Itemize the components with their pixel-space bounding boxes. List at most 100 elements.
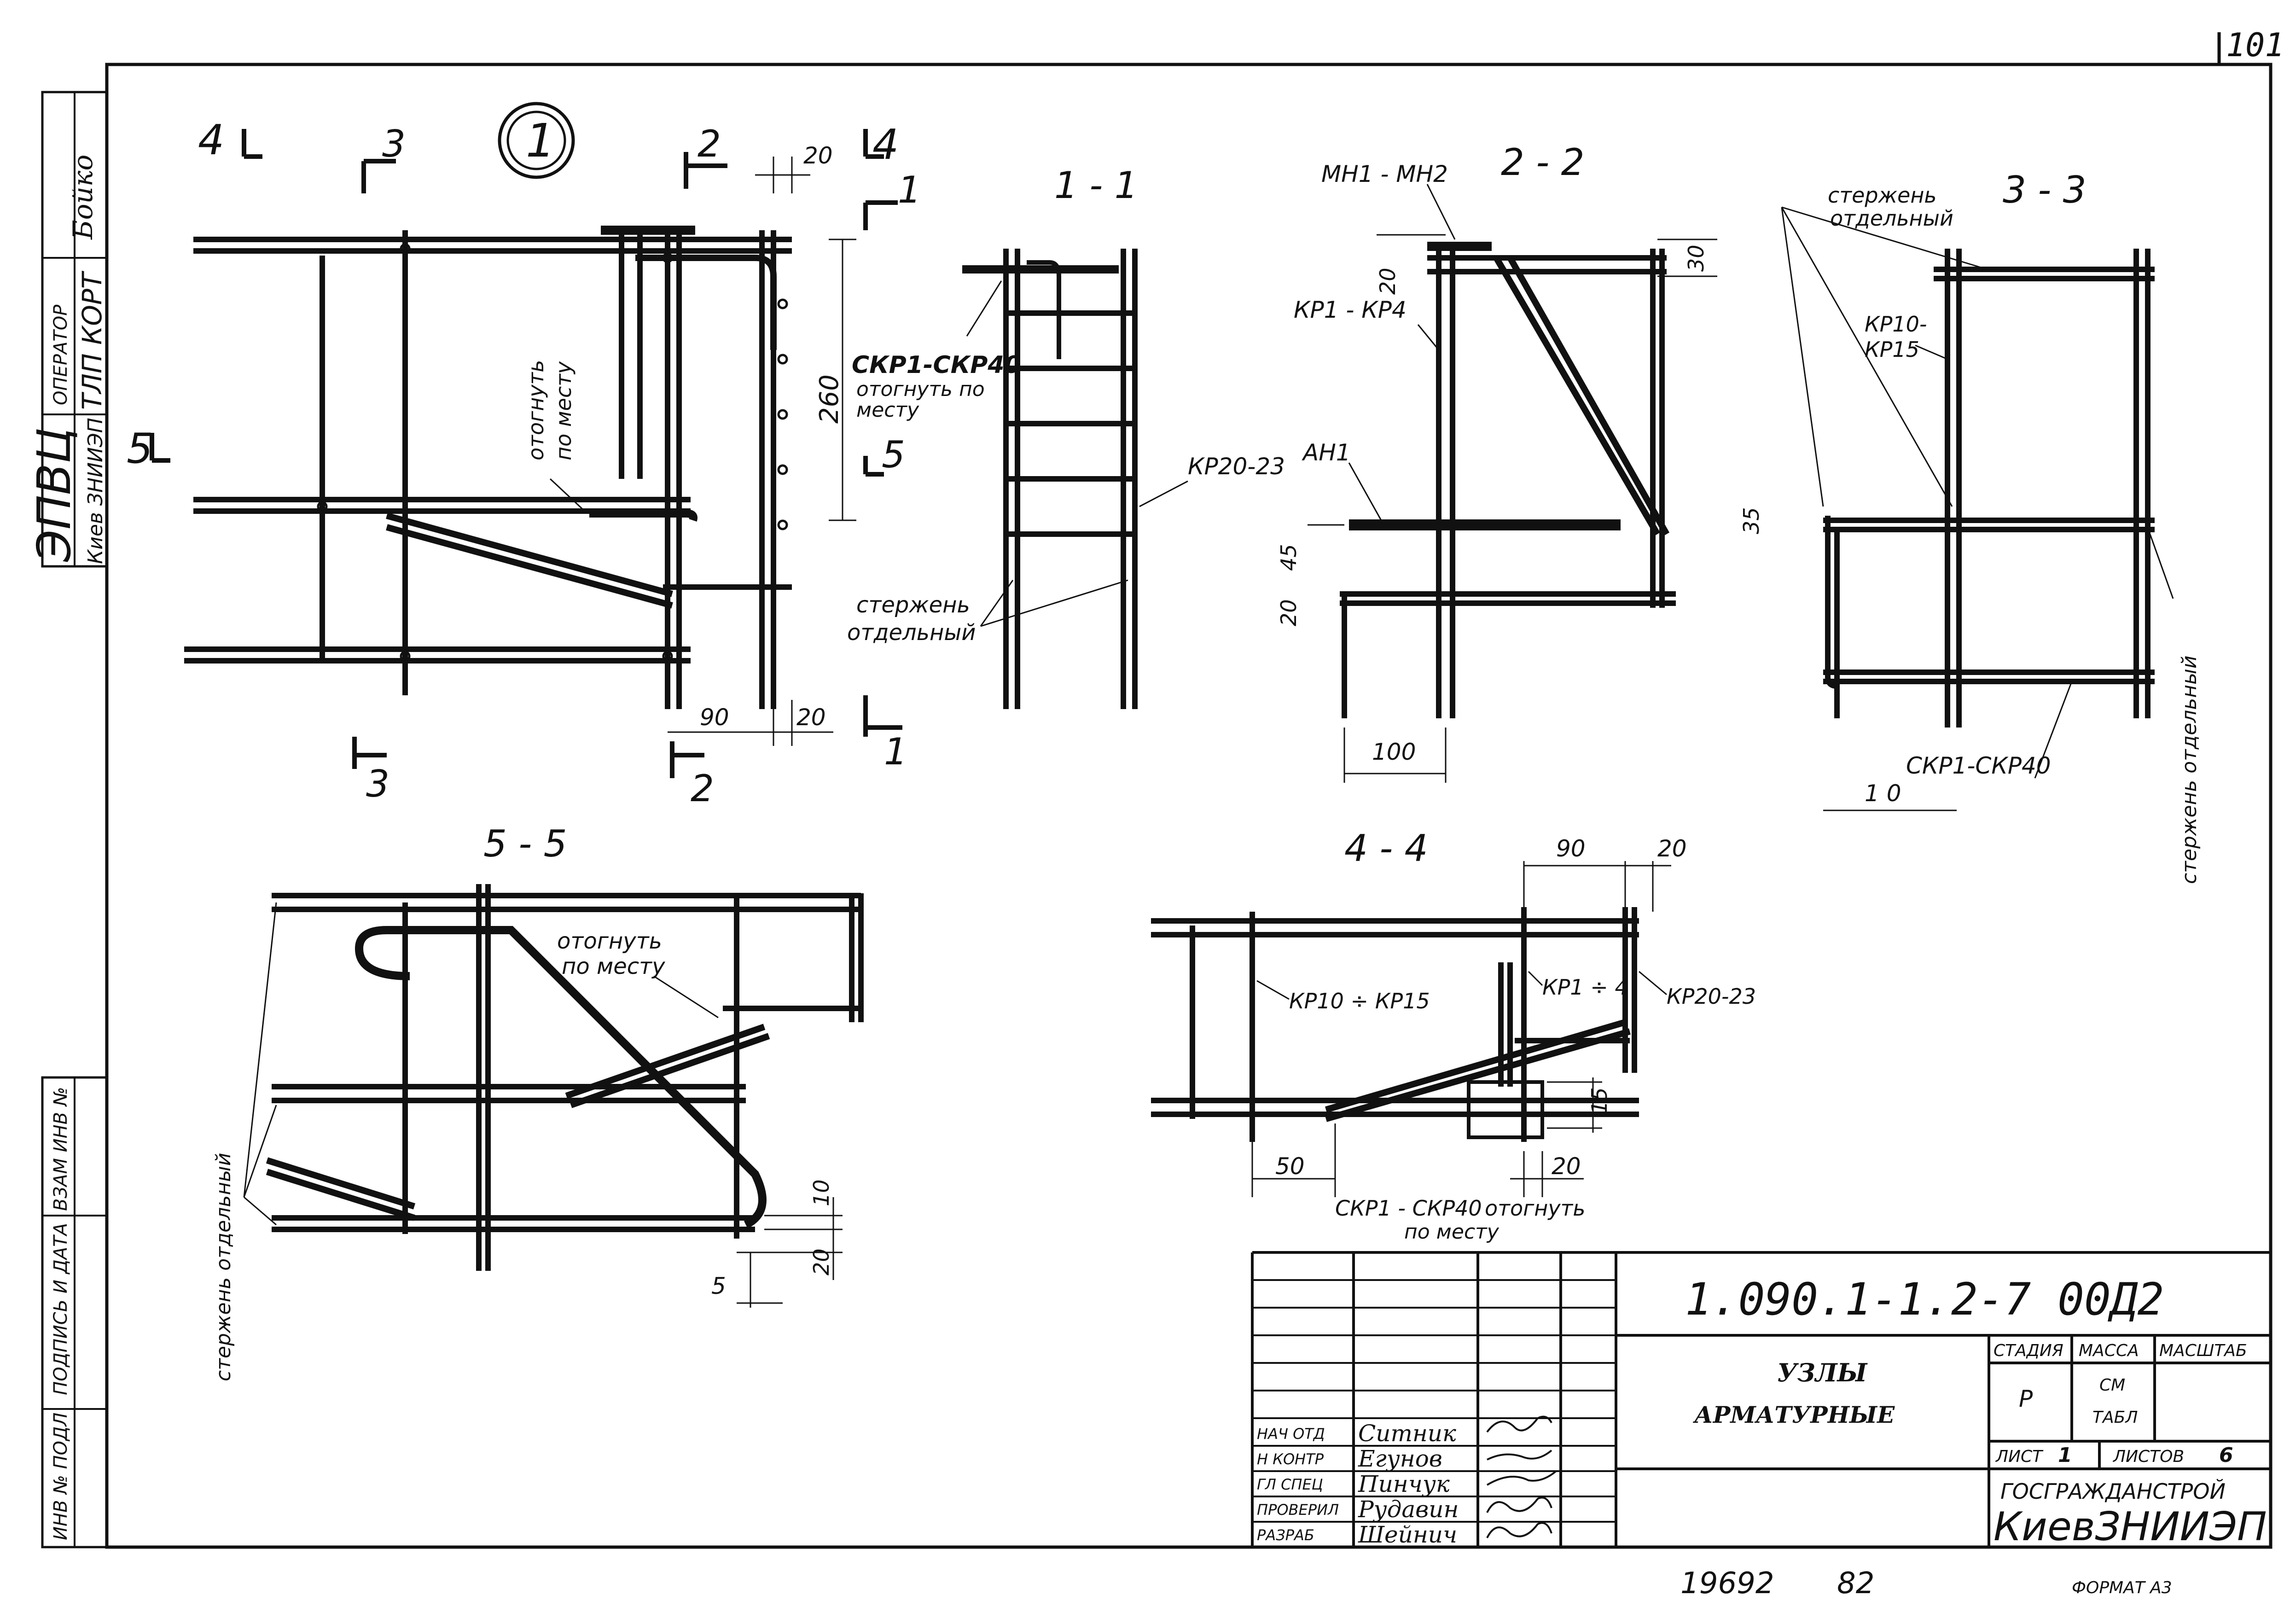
page-number: 101 — [2226, 26, 2284, 64]
s11-label-skr-3: месту — [856, 398, 919, 422]
s55-dim-5: 5 — [711, 1273, 726, 1299]
plan-cut-4-top: 4 — [198, 116, 224, 164]
s11-title: 1 - 1 — [1054, 164, 1138, 207]
tb-mass-value-2: ТАБЛ — [2092, 1408, 2138, 1427]
tb-person-name: Егунов — [1358, 1445, 1442, 1472]
s33-label-rod-1: стержень — [1828, 183, 1937, 208]
s22-dim-30: 30 — [1684, 244, 1709, 272]
s33-label-side: стержень отдельный — [2178, 656, 2201, 884]
plan-dim-260: 260 — [814, 374, 844, 424]
plan-cut-1-right: 1 — [898, 169, 921, 211]
s44-dim-20: 20 — [1657, 835, 1687, 862]
s44-dim-50: 50 — [1275, 1153, 1305, 1180]
tb-stage-value: Р — [2019, 1385, 2033, 1412]
s11-label-rod-1: стержень — [856, 592, 970, 618]
s22-dim-100: 100 — [1372, 739, 1416, 765]
tb-scale-label: МАСШТАБ — [2159, 1341, 2247, 1360]
tb-person-name: Ситник — [1358, 1420, 1456, 1447]
plan-cut-3-bottom: 3 — [366, 763, 389, 805]
stamp-org: ЭПВЦ — [27, 428, 81, 562]
tb-mass-label: МАССА — [2079, 1341, 2139, 1360]
s22-dim-45: 45 — [1276, 544, 1301, 571]
tb-sheets-label: ЛИСТОВ — [2112, 1447, 2184, 1466]
footer: 19692 82 ФОРМАТ А3 — [1680, 1566, 2172, 1601]
sheet-frame: 10 1 — [105, 26, 2284, 1549]
s44-label-kr10: КР10 ÷ КР15 — [1289, 989, 1430, 1013]
strip-inv: ИНВ № ПОДЛ — [50, 1413, 71, 1540]
tb-code: 1.090.1-1.2-7 00Д2 — [1685, 1274, 2164, 1325]
node-badge: 1 — [498, 102, 575, 179]
tb-mass-value-1: СМ — [2099, 1376, 2125, 1395]
s55-title: 5 - 5 — [483, 822, 567, 865]
tb-person-name: Пинчук — [1358, 1471, 1450, 1497]
stamp-operator-value: ТЛП КОРТ — [76, 270, 108, 410]
plan-cut-1-bottom: 1 — [884, 730, 907, 773]
s55-dim-10: 10 — [809, 1179, 834, 1206]
s22-label-an: АН1 — [1302, 439, 1351, 466]
s44-label-note-1: отогнуть — [1485, 1196, 1585, 1221]
tb-person-role: ПРОВЕРИЛ — [1257, 1501, 1339, 1519]
plan-dim-5: 5 — [882, 433, 905, 476]
section-5-5: 5 - 5 отогнуть по месту стержень отдельн… — [212, 822, 864, 1381]
s44-dim-15: 15 — [1587, 1087, 1612, 1114]
tb-person-role: НАЧ ОТД — [1257, 1425, 1325, 1443]
strip-sign: ПОДПИСЬ И ДАТА — [50, 1223, 71, 1395]
s44-dim-20b: 20 — [1552, 1153, 1581, 1180]
title-block: 1.090.1-1.2-7 00Д2 УЗЛЫ АРМАТУРНЫЕ СТАДИ… — [1251, 1251, 2271, 1550]
s44-title: 4 - 4 — [1344, 827, 1428, 870]
s33-title: 3 - 3 — [2003, 169, 2087, 211]
s33-dim-35: 35 — [1739, 507, 1764, 534]
s44-label-kr1: КР1 ÷ 4 — [1542, 975, 1628, 1000]
tb-sheet-value: 1 — [2058, 1444, 2072, 1467]
section-2-2: 2 - 2 МН1 - МН2 КР1 - КР4 АН1 20 30 45 2… — [1276, 141, 1717, 783]
plan-cut-2-top: 2 — [697, 122, 721, 165]
tb-title-2: АРМАТУРНЫЕ — [1692, 1401, 1895, 1428]
s11-label-skr: СКР1-СКР40 — [852, 351, 1021, 379]
section-3-3: 3 - 3 стержень отдельный КР10- КР15 35 С… — [1739, 169, 2201, 884]
s44-dim-90: 90 — [1556, 835, 1586, 862]
section-4-4: 4 - 4 90 20 КР10 ÷ К — [1151, 827, 1756, 1244]
footer-format: ФОРМАТ А3 — [2072, 1578, 2172, 1597]
tb-person-role: Н КОНТР — [1257, 1450, 1324, 1468]
tb-person-role: РАЗРАБ — [1257, 1526, 1314, 1544]
plan-dim-20-bottom: 20 — [796, 704, 826, 731]
tb-sheet-label: ЛИСТ — [1995, 1447, 2044, 1466]
plan-note-2: по месту — [551, 361, 576, 460]
plan-cut-3-top: 3 — [382, 122, 406, 165]
footer-number: 19692 — [1680, 1566, 1774, 1601]
signatures — [1486, 1415, 1557, 1538]
s22-label-mn: МН1 - МН2 — [1321, 161, 1448, 187]
s55-note-2: по месту — [562, 954, 665, 979]
section-1-1: 1 - 1 СКР1-СКР40 отогнуть по месту КР20-… — [847, 164, 1285, 709]
s33-dim-10: 1 0 — [1865, 780, 1901, 807]
left-strip: ИНВ № ПОДЛ ПОДПИСЬ И ДАТА ВЗАМ ИНВ № — [41, 1076, 108, 1548]
s33-label-rod-2: отдельный — [1830, 206, 1953, 231]
node-number: 1 — [526, 114, 555, 168]
tb-person-name: Рудавин — [1358, 1496, 1459, 1523]
plan-cut-2-bottom: 2 — [691, 767, 714, 810]
s22-title: 2 - 2 — [1501, 141, 1585, 184]
plan-cut-5-left: 5 — [127, 425, 153, 473]
s11-label-skr-2: отогнуть по — [856, 378, 985, 401]
plan-cut-4-right: 4 — [872, 121, 899, 169]
plan-dim-20-top: 20 — [803, 142, 833, 169]
plan-dim-90: 90 — [700, 704, 729, 731]
strip-vzam: ВЗАМ ИНВ № — [50, 1087, 71, 1211]
stamp-operator-label: ОПЕРАТОР — [50, 304, 71, 405]
s44-label-skr: СКР1 - СКР40 — [1335, 1196, 1482, 1221]
s44-label-note-2: по месту — [1404, 1220, 1500, 1244]
tb-person-name: Шейнич — [1358, 1521, 1457, 1548]
plan-view: 4 3 2 4 1 5 3 2 1 отогнуть по месту 20 2… — [127, 116, 921, 810]
tb-title-1: УЗЛЫ — [1777, 1358, 1868, 1387]
s33-label-kr-1: КР10- — [1865, 312, 1927, 337]
s22-dim-20b: 20 — [1276, 599, 1301, 626]
footer-year: 82 — [1837, 1566, 1874, 1601]
s22-label-kr: КР1 - КР4 — [1294, 297, 1407, 323]
stamp-name: Бойко — [67, 155, 99, 240]
s11-label-kr: КР20-23 — [1188, 453, 1285, 480]
s33-label-kr-2: КР15 — [1865, 337, 1919, 362]
tb-org-2: КиевЗНИИЭП — [1994, 1504, 2267, 1550]
left-stamp: Бойко ОПЕРАТОР ТЛП КОРТ ЭПВЦ Киев ЗНИИЭП — [27, 91, 108, 568]
tb-org-1: ГОСГРАЖДАНСТРОЙ — [2000, 1479, 2226, 1504]
